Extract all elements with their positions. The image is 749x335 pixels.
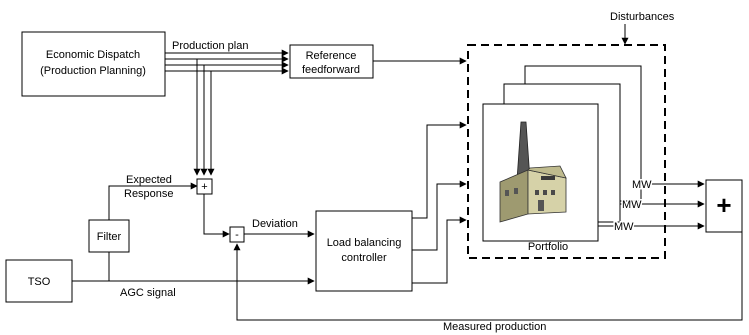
- filter-label: Filter: [97, 231, 122, 243]
- tso-label: TSO: [28, 276, 51, 288]
- reference-feedforward-label-2: feedforward: [302, 64, 360, 76]
- reference-feedforward-box: [289, 44, 374, 79]
- controller-output-1: [412, 121, 467, 219]
- filter-to-sum-line: [108, 182, 198, 220]
- economic-dispatch-label-2: (Production Planning): [40, 65, 146, 77]
- load-balancing-controller-box: [315, 210, 413, 292]
- deviation-label: Deviation: [252, 218, 298, 230]
- load-balancing-label-2: controller: [341, 252, 387, 264]
- portfolio-label: Portfolio: [528, 241, 568, 253]
- portfolio-box: [467, 44, 666, 259]
- mw-label-3: MW: [614, 221, 634, 233]
- measured-production-label: Measured production: [443, 321, 546, 333]
- expected-response-label-1: Expected: [126, 174, 172, 186]
- expected-sum-sign: +: [201, 181, 207, 193]
- summation-block: [705, 179, 743, 233]
- load-balancing-label-1: Load balancing: [327, 237, 402, 249]
- economic-dispatch-box: [21, 31, 166, 97]
- controller-output-2: [412, 180, 467, 251]
- measured-production-line: [233, 214, 743, 321]
- reference-feedforward-label-1: Reference: [306, 50, 357, 62]
- deviation-sign: -: [235, 229, 239, 241]
- expected-to-deviation-line: [203, 194, 230, 238]
- mw-label-1: MW: [632, 179, 652, 191]
- disturbances-label: Disturbances: [610, 11, 675, 23]
- summation-symbol: +: [716, 190, 731, 220]
- power-plant-icon: [499, 121, 567, 223]
- production-plan-label: Production plan: [172, 40, 248, 52]
- agc-signal-label: AGC signal: [120, 287, 176, 299]
- economic-dispatch-label-1: Economic Dispatch: [46, 49, 140, 61]
- mw-label-2: MW: [622, 199, 642, 211]
- expected-response-label-2: Response: [124, 188, 174, 200]
- controller-output-3: [412, 216, 467, 284]
